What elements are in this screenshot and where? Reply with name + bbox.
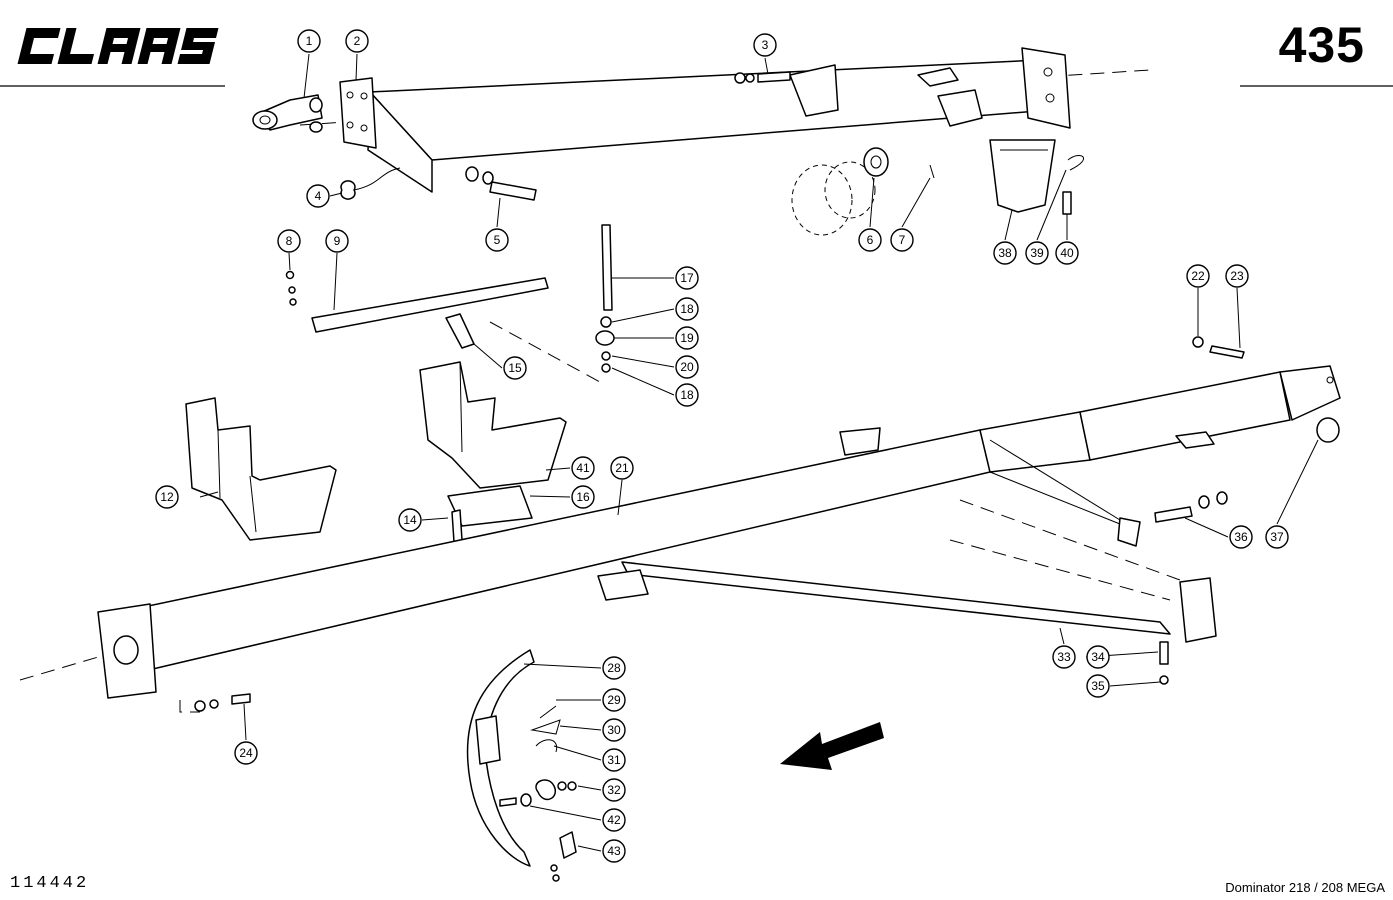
svg-text:36: 36 <box>1234 530 1248 544</box>
callout-18: 18 <box>675 297 699 321</box>
svg-text:24: 24 <box>239 746 253 760</box>
callout-15: 15 <box>503 356 527 380</box>
callout-7: 7 <box>890 228 914 252</box>
callout-4: 4 <box>306 184 330 208</box>
svg-text:31: 31 <box>607 753 621 767</box>
model-name: Dominator 218 / 208 MEGA <box>1225 880 1385 895</box>
part-41-support <box>419 361 567 561</box>
callout-35: 35 <box>1086 674 1110 698</box>
svg-text:16: 16 <box>576 490 590 504</box>
callout-2: 2 <box>345 29 369 53</box>
callout-23: 23 <box>1225 264 1249 288</box>
svg-text:29: 29 <box>607 693 621 707</box>
callout-14: 14 <box>398 508 422 532</box>
svg-text:39: 39 <box>1030 246 1044 260</box>
svg-text:5: 5 <box>494 233 501 247</box>
svg-text:41: 41 <box>576 461 590 475</box>
callout-43: 43 <box>602 839 626 863</box>
callout-6: 6 <box>858 228 882 252</box>
svg-text:7: 7 <box>899 233 906 247</box>
svg-text:19: 19 <box>680 331 694 345</box>
svg-text:9: 9 <box>334 234 341 248</box>
claas-logo <box>17 28 219 64</box>
callout-8: 8 <box>277 229 301 253</box>
callout-18b: 18 <box>675 383 699 407</box>
part-1-drawbar-eye <box>252 94 323 133</box>
callout-3: 3 <box>753 33 777 57</box>
svg-text:15: 15 <box>508 361 522 375</box>
callout-22: 22 <box>1186 264 1210 288</box>
svg-text:4: 4 <box>315 189 322 203</box>
callout-33: 33 <box>1052 645 1076 669</box>
callout-34: 34 <box>1086 645 1110 669</box>
callout-37: 37 <box>1265 525 1289 549</box>
callout-28: 28 <box>602 656 626 680</box>
callout-41: 41 <box>571 456 595 480</box>
part-28-stand <box>466 649 535 867</box>
callout-30: 30 <box>602 718 626 742</box>
callout-32: 32 <box>602 778 626 802</box>
callout-19: 19 <box>675 326 699 350</box>
svg-text:2: 2 <box>354 34 361 48</box>
callout-40: 40 <box>1055 241 1079 265</box>
callout-12: 12 <box>155 485 179 509</box>
svg-text:1: 1 <box>306 34 313 48</box>
callout-5: 5 <box>485 228 509 252</box>
svg-text:37: 37 <box>1270 530 1284 544</box>
callout-36: 36 <box>1229 525 1253 549</box>
direction-arrow <box>780 722 884 770</box>
svg-text:18: 18 <box>680 302 694 316</box>
callout-29: 29 <box>602 688 626 712</box>
callout-39: 39 <box>1025 241 1049 265</box>
svg-text:38: 38 <box>998 246 1012 260</box>
svg-text:34: 34 <box>1091 650 1105 664</box>
svg-text:14: 14 <box>403 513 417 527</box>
callout-1: 1 <box>297 29 321 53</box>
callout-31: 31 <box>602 748 626 772</box>
page-number: 435 <box>1278 17 1365 73</box>
callout-20: 20 <box>675 355 699 379</box>
svg-text:3: 3 <box>762 38 769 52</box>
svg-text:6: 6 <box>867 233 874 247</box>
callout-42: 42 <box>602 808 626 832</box>
svg-text:20: 20 <box>680 360 694 374</box>
svg-text:8: 8 <box>286 234 293 248</box>
main-frame <box>19 365 1341 713</box>
callout-16: 16 <box>571 485 595 509</box>
callout-21: 21 <box>610 456 634 480</box>
upper-drawbar <box>299 47 1151 193</box>
svg-text:32: 32 <box>607 783 621 797</box>
callout-38: 38 <box>993 241 1017 265</box>
svg-text:30: 30 <box>607 723 621 737</box>
svg-text:21: 21 <box>615 461 629 475</box>
svg-text:35: 35 <box>1091 679 1105 693</box>
svg-text:42: 42 <box>607 813 621 827</box>
svg-text:12: 12 <box>160 490 174 504</box>
callout-24: 24 <box>234 741 258 765</box>
callout-17: 17 <box>675 266 699 290</box>
svg-text:28: 28 <box>607 661 621 675</box>
dashed-wheel <box>791 161 876 236</box>
document-id: 114442 <box>10 874 90 893</box>
svg-text:18: 18 <box>680 388 694 402</box>
leader-lines <box>199 53 1319 852</box>
svg-text:22: 22 <box>1191 269 1205 283</box>
svg-text:40: 40 <box>1060 246 1074 260</box>
part-12-support <box>185 397 337 541</box>
svg-text:43: 43 <box>607 844 621 858</box>
callout-9: 9 <box>325 229 349 253</box>
svg-text:17: 17 <box>680 271 694 285</box>
svg-text:23: 23 <box>1230 269 1244 283</box>
svg-text:33: 33 <box>1057 650 1071 664</box>
